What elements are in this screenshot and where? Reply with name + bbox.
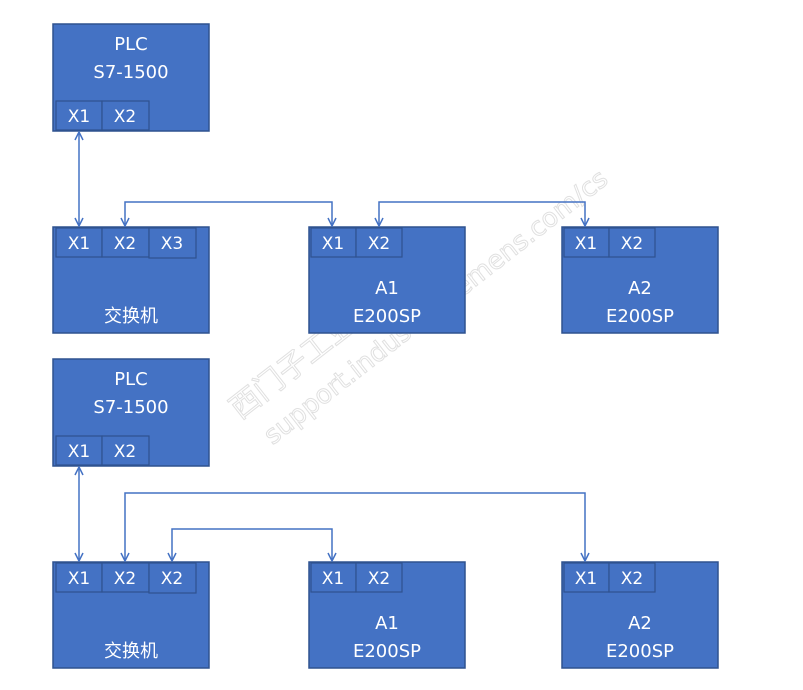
port-x1: X1: [68, 569, 90, 589]
a1-label: A1: [375, 278, 399, 299]
port-x1: X1: [322, 569, 344, 589]
plc-label: PLC: [114, 34, 147, 55]
port-x2: X2: [114, 107, 136, 127]
port-x2: X2: [368, 234, 390, 254]
a2-node: X1 X2 A2 E200SP: [561, 226, 719, 334]
port-x2: X2: [368, 569, 390, 589]
port-x3: X3: [161, 234, 183, 254]
port-x1: X1: [322, 234, 344, 254]
a2-model: E200SP: [606, 641, 674, 662]
link-switch-a1: [125, 201, 332, 226]
switch-node: X1 X2 X3 交换机: [52, 226, 210, 334]
switch-node: X1 X2 X2 交换机: [52, 561, 210, 669]
switch-label: 交换机: [104, 641, 158, 662]
a1-model: E200SP: [353, 306, 421, 327]
port-x1: X1: [68, 442, 90, 462]
port-x1: X1: [68, 107, 90, 127]
port-x2: X2: [114, 442, 136, 462]
a1-node: X1 X2 A1 E200SP: [308, 561, 466, 669]
port-x1: X1: [68, 234, 90, 254]
link-switch-a1: [172, 528, 332, 561]
switch-label: 交换机: [104, 306, 158, 327]
a1-model: E200SP: [353, 641, 421, 662]
port-x2: X2: [621, 234, 643, 254]
port-x2: X2: [114, 234, 136, 254]
a1-node: X1 X2 A1 E200SP: [308, 226, 466, 334]
a2-node: X1 X2 A2 E200SP: [561, 561, 719, 669]
topology-2: PLC S7-1500 X1 X2 X1 X2 X2 交换机 X1 X2 A1 …: [52, 358, 719, 669]
link-a1-a2: [379, 201, 585, 226]
a2-label: A2: [628, 278, 652, 299]
topology-1: PLC S7-1500 X1 X2 X1 X2 X3 交换机 X1 X2 A1 …: [52, 23, 719, 334]
plc-label: PLC: [114, 369, 147, 390]
plc-model: S7-1500: [93, 397, 168, 418]
port-x1: X1: [575, 234, 597, 254]
a2-model: E200SP: [606, 306, 674, 327]
a1-label: A1: [375, 613, 399, 634]
plc-node: PLC S7-1500 X1 X2: [52, 358, 210, 467]
plc-node: PLC S7-1500 X1 X2: [52, 23, 210, 132]
port-x2: X2: [621, 569, 643, 589]
plc-model: S7-1500: [93, 62, 168, 83]
port-x3: X2: [161, 569, 183, 589]
port-x2: X2: [114, 569, 136, 589]
link-switch-a2: [125, 492, 585, 561]
port-x1: X1: [575, 569, 597, 589]
a2-label: A2: [628, 613, 652, 634]
